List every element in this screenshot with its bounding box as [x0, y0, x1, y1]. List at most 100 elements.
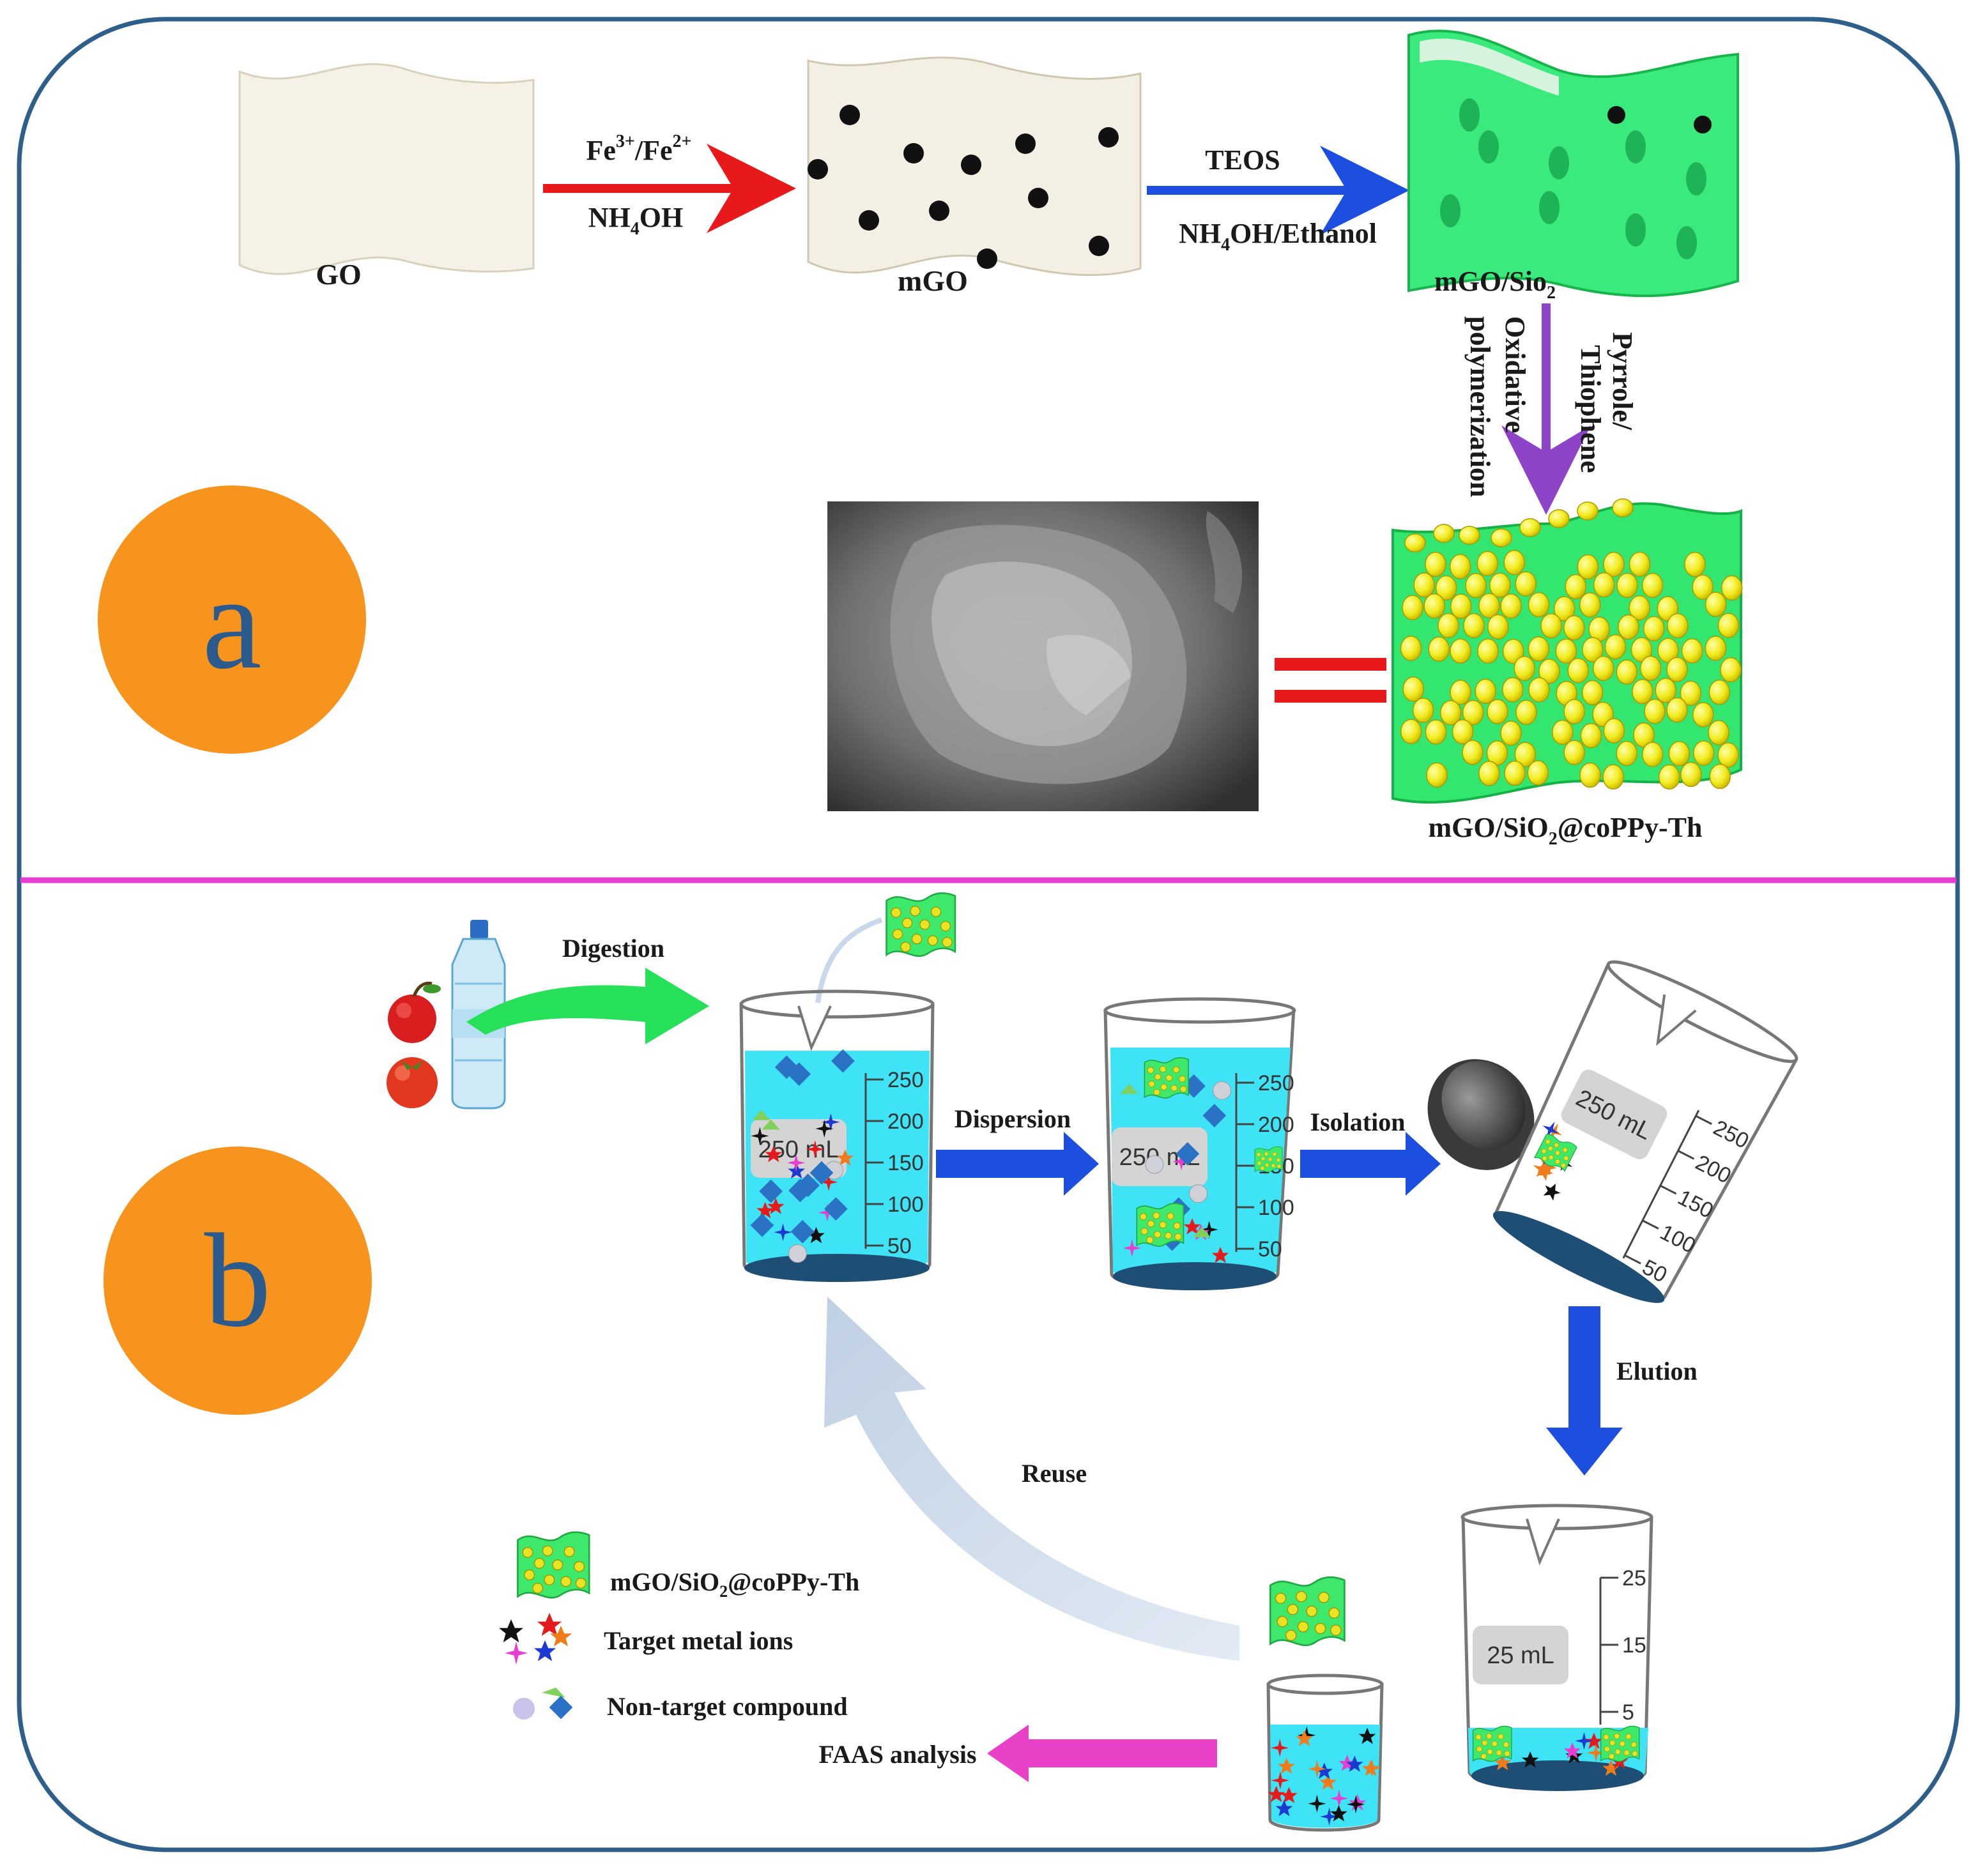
coppy-sphere [1402, 676, 1424, 702]
arrow-step2: TEOS NH4OH/Ethanol [1147, 144, 1409, 255]
coppy-sphere [1629, 595, 1650, 621]
coppy-sphere [1721, 575, 1743, 601]
coppy-sphere [1618, 614, 1639, 640]
sorbent-particle [1136, 1203, 1184, 1247]
step3-reagent-2: Thiophene [1575, 345, 1606, 473]
metal-ion-particle [1540, 1180, 1563, 1202]
nontarget-particle [752, 1110, 770, 1120]
step1-reagent-bottom: NH4OH [588, 202, 683, 239]
arrow-dispersion: Dispersion [936, 1104, 1099, 1196]
faas-label: FAAS analysis [818, 1740, 976, 1769]
step3-reagent-1: Pyrrole/ [1607, 332, 1638, 431]
step2-reagent-bottom: NH4OH/Ethanol [1179, 218, 1377, 255]
coppy-sphere [1705, 636, 1727, 661]
scale-tick-label: 5 [1622, 1700, 1634, 1725]
coppy-sphere [1580, 722, 1602, 749]
coppy-sphere [1692, 702, 1714, 728]
nontarget-particle [824, 1197, 848, 1221]
coppy-sphere [1643, 616, 1665, 641]
coppy-sphere [1692, 574, 1713, 600]
nontarget-particle [759, 1179, 783, 1203]
coppy-sphere [1500, 593, 1522, 619]
go-label: GO [316, 258, 362, 291]
coppy-sphere [1717, 613, 1740, 638]
badge-b-letter: b [204, 1207, 272, 1355]
coppy-sphere [1717, 742, 1739, 768]
coppy-sphere [1668, 741, 1690, 766]
coppy-sphere [1632, 678, 1653, 705]
legend-nontarget-icon [513, 1688, 573, 1720]
coppy-sphere [1639, 655, 1662, 682]
sorbent-particle [1472, 1725, 1512, 1762]
scale-tick [1624, 1254, 1641, 1265]
coppy-sphere [1527, 760, 1549, 786]
coppy-sphere [1563, 740, 1585, 765]
sample-apple-icon [388, 981, 441, 1043]
coppy-sphere [1462, 699, 1484, 726]
step2-reagent-top: TEOS [1205, 144, 1280, 176]
legend-metal-ions-icon [499, 1613, 572, 1665]
beaker2-particles [1120, 1056, 1283, 1263]
sample-tomato-icon [387, 1057, 438, 1108]
coppy-sphere [1616, 659, 1638, 685]
coppy-sphere [1528, 591, 1550, 618]
nontarget-particle [787, 1062, 811, 1086]
isolation-label: Isolation [1310, 1108, 1406, 1136]
coppy-sphere [1502, 638, 1524, 664]
coppy-sphere [1438, 613, 1459, 639]
step3-condition-2: polymerization [1464, 316, 1496, 498]
scale-tick-label: 50 [887, 1234, 912, 1258]
coppy-sphere [1439, 700, 1462, 726]
arrow-reuse: Reuse [824, 1297, 1239, 1661]
digestion-label: Digestion [562, 934, 664, 963]
coppy-sphere [1565, 574, 1587, 600]
coppy-sphere [1577, 554, 1599, 580]
coppy-sphere [1555, 638, 1577, 664]
arrow-step3: Pyrrole/ Thiophene Oxidative polymerizat… [1464, 303, 1638, 515]
coppy-sphere [1603, 551, 1625, 577]
reuse-label: Reuse [1022, 1459, 1087, 1488]
product-sheet: mGO/SiO2@coPPy-Th [1392, 498, 1743, 849]
mgo-sio2-label: mGO/Sio2 [1434, 266, 1556, 303]
coppy-sphere [1538, 659, 1560, 684]
coppy-sphere [1709, 763, 1731, 789]
coppy-sphere [1720, 657, 1742, 683]
scale-tick-label: 200 [1258, 1113, 1294, 1137]
coppy-sphere [1658, 764, 1680, 790]
coppy-sphere [1477, 638, 1499, 664]
coppy-sphere [1487, 699, 1508, 724]
product-sphere-cluster [1400, 498, 1743, 790]
coppy-sphere [1463, 613, 1485, 639]
nontarget-particle [750, 1213, 774, 1237]
coppy-sphere [1579, 762, 1601, 788]
coppy-sphere [1450, 638, 1471, 664]
coppy-sphere [1708, 720, 1729, 745]
scale-tick-label: 150 [887, 1151, 924, 1175]
arrow-isolation: Isolation [1300, 1108, 1441, 1196]
coppy-sphere [1612, 498, 1634, 517]
scale-tick-label: 15 [1622, 1633, 1646, 1658]
coppy-sphere [1433, 524, 1455, 543]
coppy-sphere [1478, 761, 1500, 786]
nontarget-particle [790, 1219, 815, 1244]
scale-tick-label: 50 [1258, 1237, 1282, 1262]
scale-tick [1677, 1150, 1695, 1160]
coppy-sphere [1404, 533, 1426, 553]
beaker4-volume: 25 mL [1487, 1642, 1554, 1669]
coppy-sphere [1514, 655, 1535, 682]
coppy-sphere [1487, 614, 1509, 640]
coppy-sphere [1644, 699, 1666, 724]
legend: mGO/SiO2@coPPy-Th Target metal ions Non-… [499, 1531, 859, 1721]
scale-tick [1695, 1115, 1712, 1125]
mgo-label: mGO [898, 264, 968, 297]
panel-b: b Digestion [103, 892, 1798, 1832]
step3-condition-1: Oxidative [1499, 316, 1531, 433]
coppy-sphere [1604, 634, 1627, 660]
coppy-sphere [1502, 677, 1524, 703]
coppy-sphere [1412, 698, 1434, 723]
coppy-sphere [1491, 528, 1512, 547]
coppy-sphere [1655, 678, 1676, 703]
coppy-sphere [1435, 575, 1457, 601]
